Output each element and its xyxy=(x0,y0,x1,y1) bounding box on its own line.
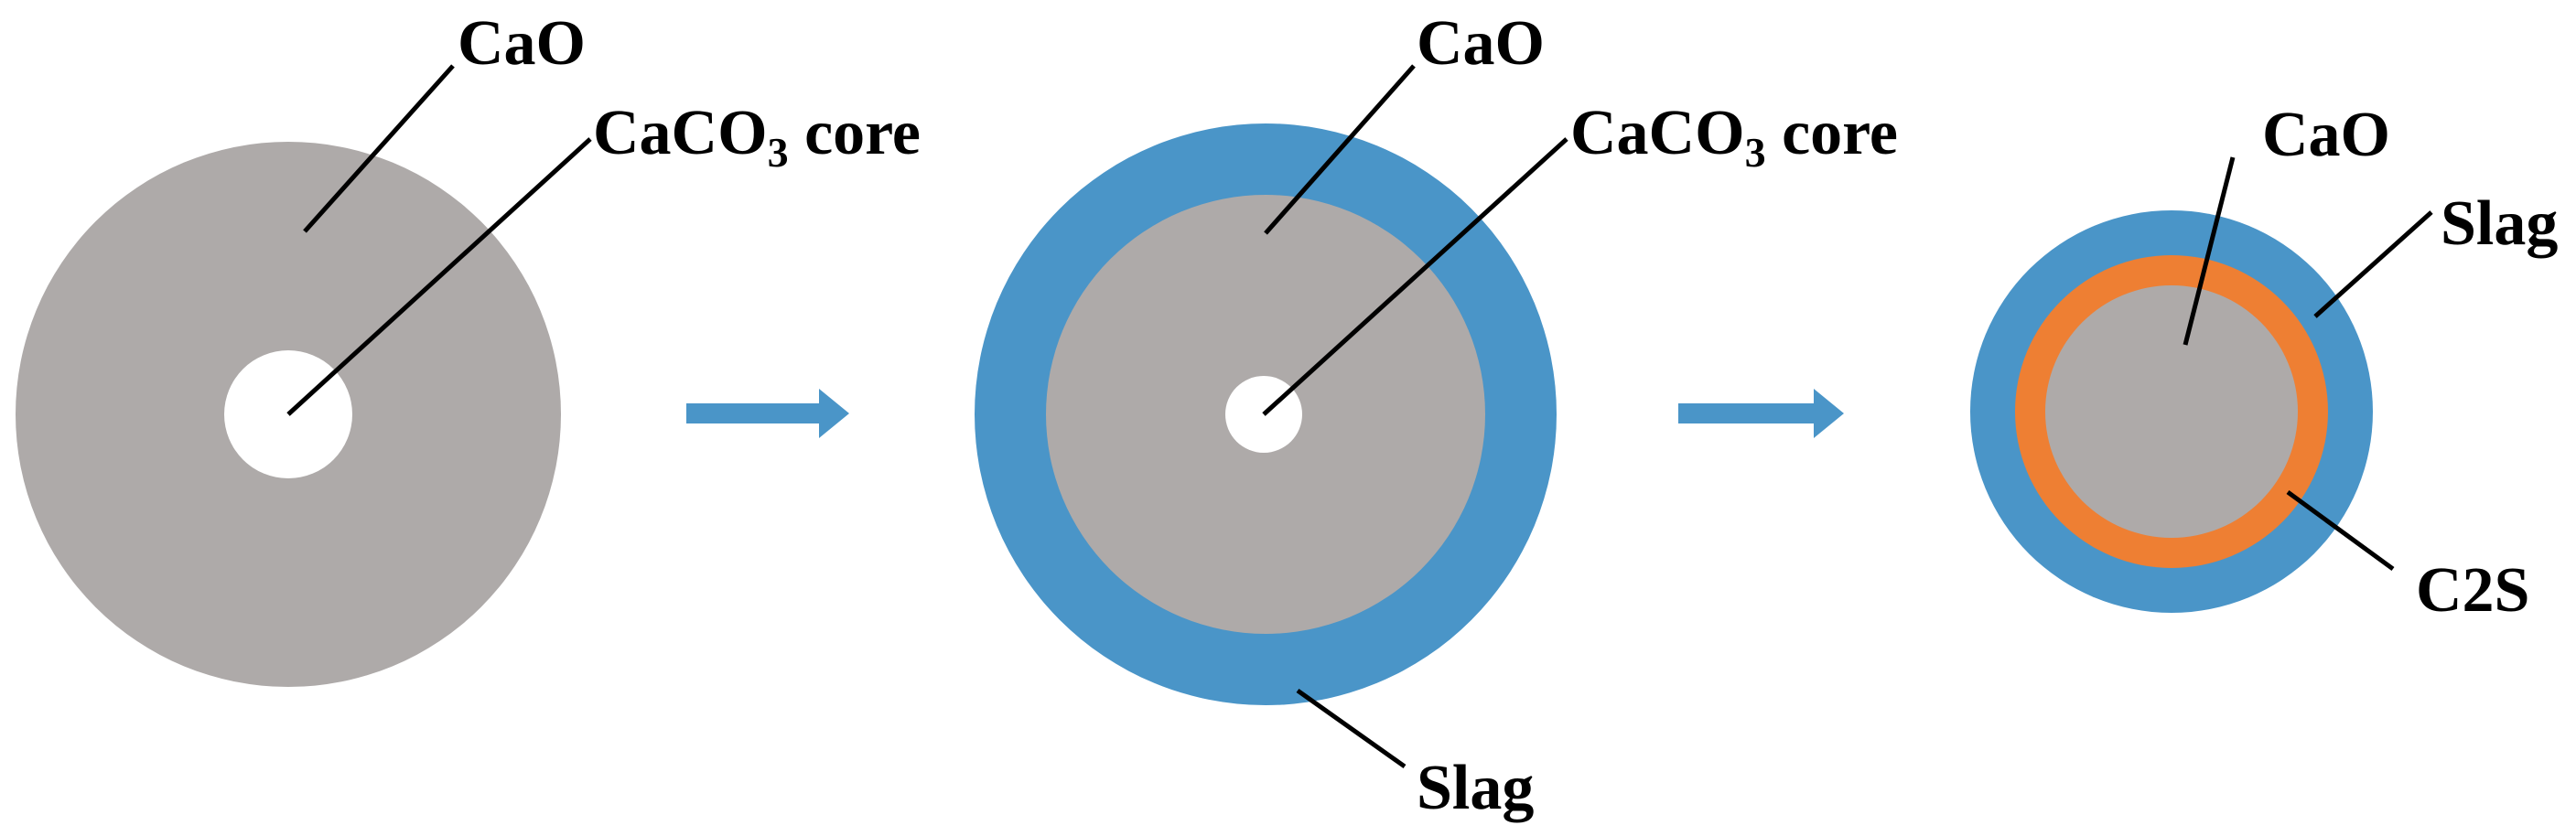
arrow-1-head xyxy=(819,389,849,438)
arrow-1-shaft xyxy=(686,403,824,423)
stage-1-core-label-sub: 3 xyxy=(768,129,789,176)
stage-2-core-label-tail: core xyxy=(1766,98,1898,168)
stage-2-core-label-sub: 3 xyxy=(1745,129,1766,176)
stage-2-slag-label: Slag xyxy=(1417,753,1534,823)
stage-3-c2s-label: C2S xyxy=(2416,555,2529,626)
arrow-1 xyxy=(686,389,849,438)
stage-1-core-leader xyxy=(286,137,592,416)
stage-2-slag-leader xyxy=(1296,688,1407,769)
stage-1-core-label-tail: core xyxy=(789,98,921,168)
stage-1-cao-label: CaO xyxy=(458,8,586,79)
arrow-2 xyxy=(1678,389,1844,438)
stage-2-core-label: CaCO3 core xyxy=(1570,98,1898,176)
stage-1-core-label: CaCO3 core xyxy=(593,98,921,176)
stage-3-slag-leader xyxy=(2313,210,2433,318)
arrow-2-head xyxy=(1814,389,1844,438)
stage-1-cao-leader xyxy=(303,64,455,233)
stage-2-core-label-main: CaCO xyxy=(1570,98,1745,168)
stage-2-particle: CaO CaCO3 core Slag xyxy=(975,8,1898,823)
arrow-2-shaft xyxy=(1678,403,1817,423)
stage-3-cao-leader xyxy=(2183,156,2236,346)
stage-3-c2s-leader xyxy=(2286,489,2395,572)
stage-1-core-label-main: CaCO xyxy=(593,98,768,168)
stage-2-cao-leader xyxy=(1264,64,1416,235)
stage-3-cao-label: CaO xyxy=(2262,100,2390,170)
stage-3-particle: CaO Slag C2S xyxy=(1970,100,2558,626)
stage-3-cao-core xyxy=(2045,285,2298,538)
stage-3-slag-label: Slag xyxy=(2441,188,2558,259)
stage-2-core-leader xyxy=(1262,137,1568,416)
stage-1-particle: CaO CaCO3 core xyxy=(16,8,921,687)
stage-2-cao-label: CaO xyxy=(1417,8,1545,79)
